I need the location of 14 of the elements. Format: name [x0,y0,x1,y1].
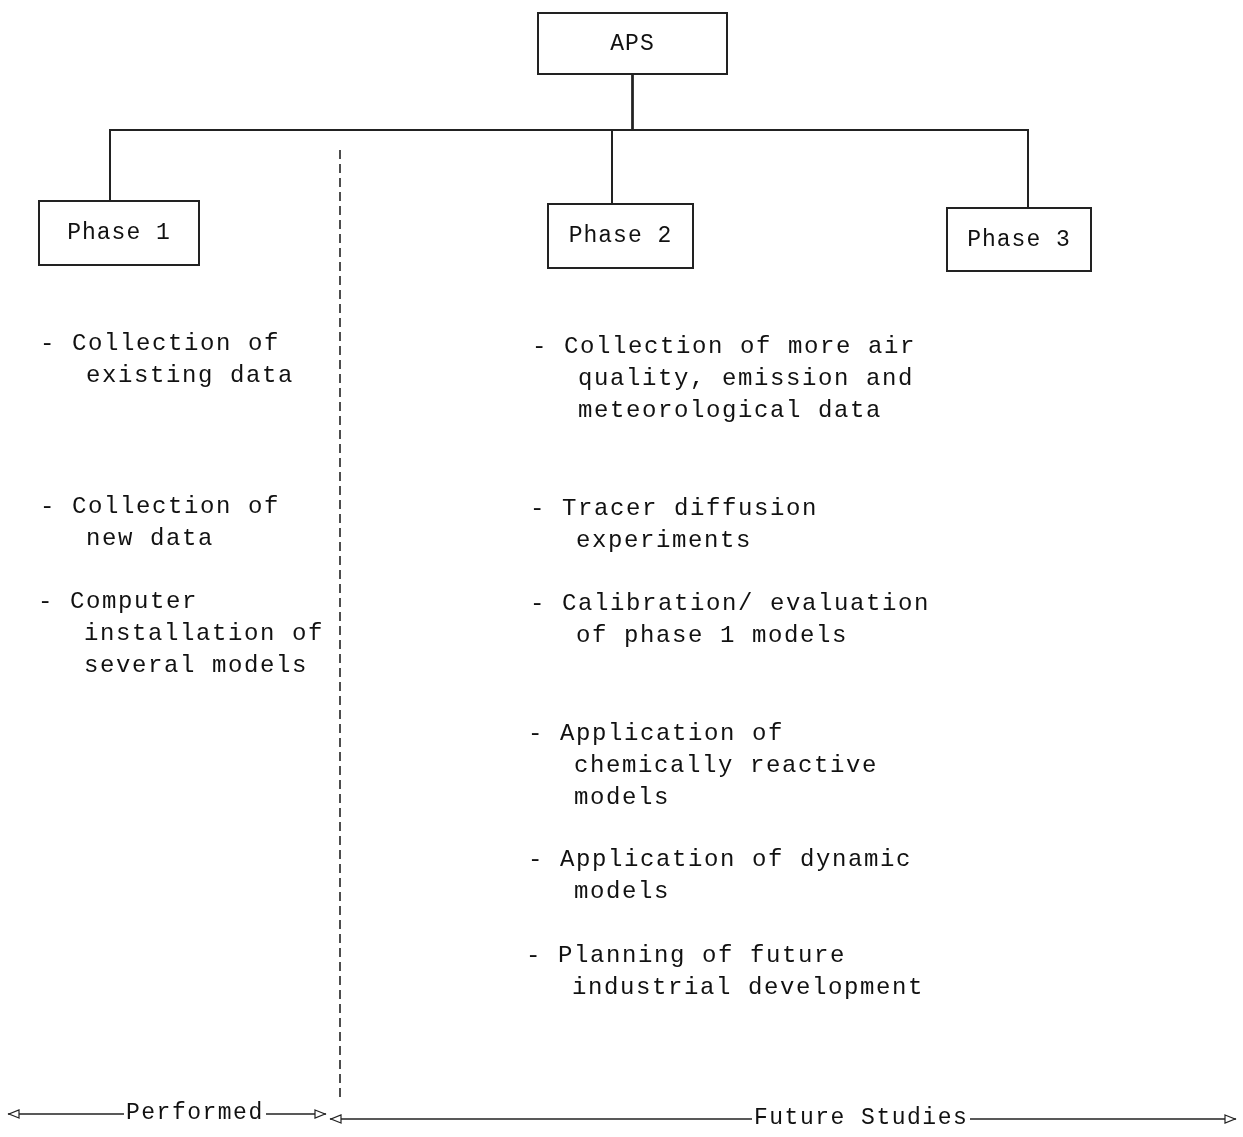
process-box: APS [537,12,728,75]
connector-line [631,74,1029,208]
process-box: Phase 3 [946,207,1092,272]
bullet-item: - Application of dynamic models [528,845,914,907]
bullet-item: - Calibration/ evaluation of phase 1 models [530,589,932,651]
bullet-item: - Planning of future industrial development [526,941,926,1003]
process-box: Phase 1 [38,200,200,266]
bullet-item: - Collection of more air quality, emission and meteorological data [532,332,918,426]
process-box: Phase 2 [547,203,694,269]
bullet-item: - Collection of new data [40,492,282,554]
bullet-item: - Application of chemically reactive models [528,719,880,813]
bullet-item: - Collection of existing data [40,329,296,391]
bullet-item: - Tracer diffusion experiments [530,494,820,556]
bullet-item: - Computer installation of several models [38,587,326,681]
